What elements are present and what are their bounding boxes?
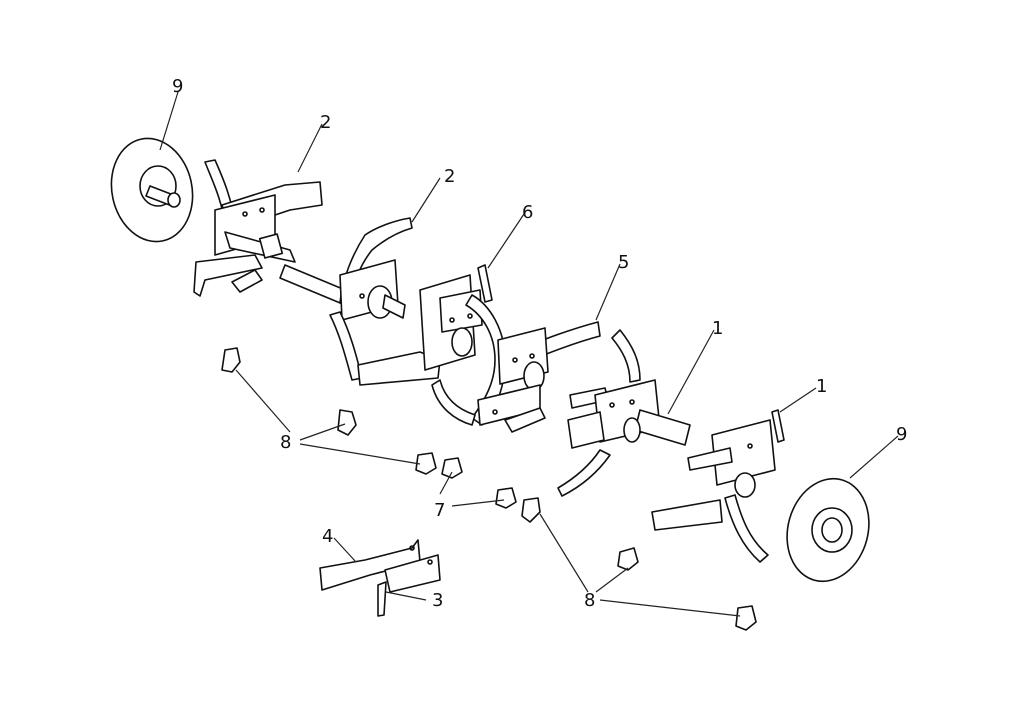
callout-4: 4 (322, 526, 333, 547)
clip-8e (617, 547, 639, 571)
clip-8f (735, 605, 757, 631)
left-side-disc (110, 137, 194, 243)
right-side-disc (786, 477, 870, 583)
callout-5: 5 (618, 252, 629, 273)
callout-8-top: 8 (280, 432, 291, 453)
clip-8c (415, 452, 437, 475)
drive-shaft-left (279, 264, 351, 306)
callout-1-right: 1 (816, 376, 827, 397)
callout-1-middle: 1 (712, 318, 723, 339)
callout-8-bottom: 8 (584, 590, 595, 611)
clip-7a (441, 457, 463, 479)
callout-9-left: 9 (172, 76, 183, 97)
tine-assembly-1-right (651, 409, 785, 563)
leader-lines (159, 91, 899, 617)
loose-blade-4 (319, 539, 421, 591)
callout-6: 6 (522, 202, 533, 223)
tine-assembly-5 (477, 321, 601, 433)
callout-2-middle: 2 (444, 166, 455, 187)
callout-2-left: 2 (320, 112, 331, 133)
callout-7: 7 (434, 500, 445, 521)
clip-8d (521, 497, 541, 523)
tine-assembly-1-middle (557, 329, 691, 497)
tine-assembly-2-middle (329, 217, 441, 386)
clip-8a (221, 347, 241, 373)
callout-9-right: 9 (896, 424, 907, 445)
callout-3: 3 (432, 590, 443, 611)
clip-7b (495, 487, 517, 509)
tine-assembly-2-left (193, 159, 323, 297)
tine-assembly-6 (419, 264, 506, 426)
clip-8b (337, 409, 357, 436)
loose-blade-3 (377, 554, 441, 617)
